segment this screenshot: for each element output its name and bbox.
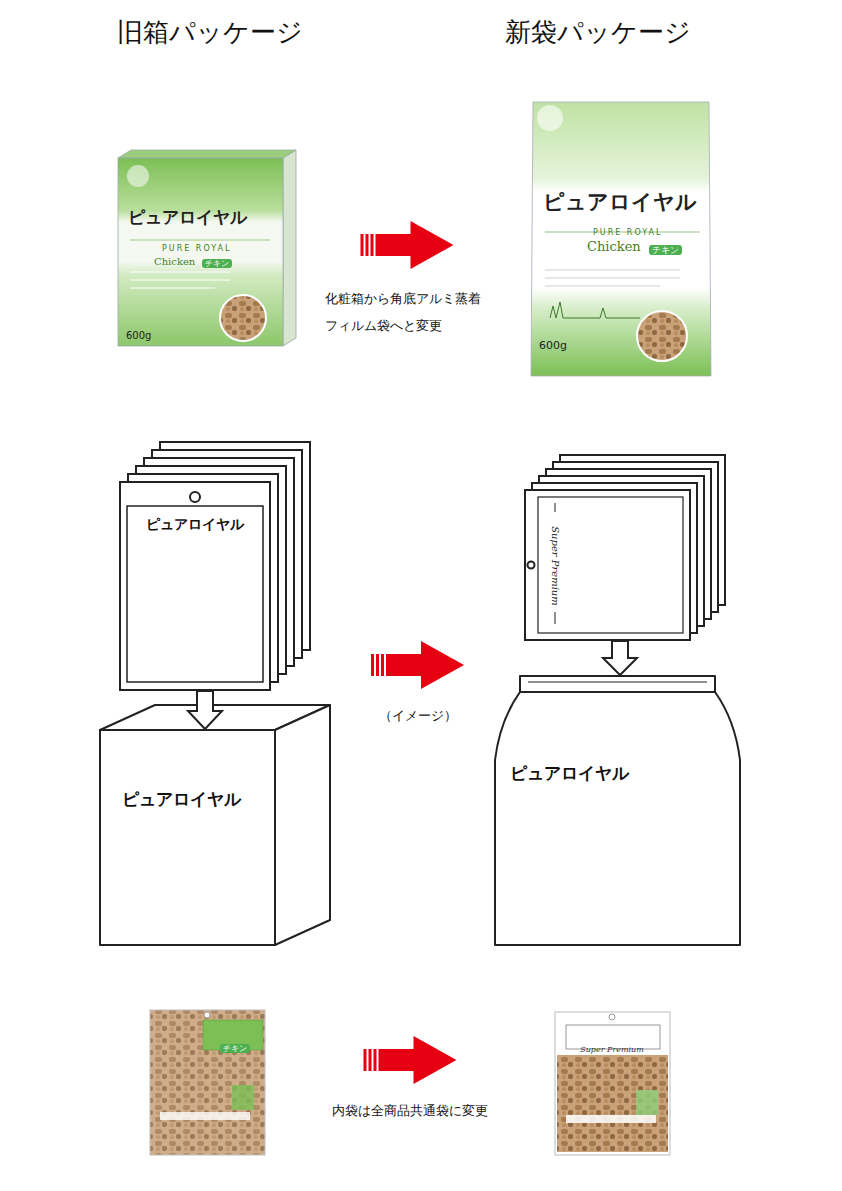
node-text: 600g xyxy=(126,330,151,342)
node-text: チキン xyxy=(649,245,682,255)
inner-bag-photo: Super Premium xyxy=(555,1012,670,1155)
bag-outline: ピュアロイヤル xyxy=(495,676,740,945)
new-bag-photo xyxy=(531,102,711,376)
edge-label: 化粧箱から角底アルミ蒸着 フィルム袋へと変更 xyxy=(325,285,489,339)
node-text: Chicken xyxy=(587,240,641,255)
section-heading: 新袋パッケージ xyxy=(505,18,691,48)
edge-label: 内袋は全商品共通袋に変更 xyxy=(332,1103,488,1119)
change-arrow xyxy=(364,1036,457,1084)
edge-label: （イメージ） xyxy=(379,708,457,724)
node-text: 600g xyxy=(539,340,567,353)
node-text: PURE ROYAL xyxy=(593,228,662,237)
change-arrow xyxy=(371,641,464,689)
inner-bag-photo: チキン xyxy=(150,1010,265,1155)
old-inner-bag-stack xyxy=(120,442,310,690)
new-bag-outline xyxy=(495,676,740,945)
node-text: ピュアロイヤル xyxy=(128,208,247,228)
node-text: ピュアロイヤル xyxy=(122,790,241,810)
inner-bag-stack: Super Premium xyxy=(525,455,725,640)
node-text: ピュアロイヤル xyxy=(543,190,697,214)
new-inner-bag-stack xyxy=(525,455,725,640)
node-text: Super Premium xyxy=(580,1045,644,1054)
node-text: チキン xyxy=(220,1044,250,1053)
old-inner-bag-photo xyxy=(150,1010,265,1155)
inner-bag-stack: ピュアロイヤル xyxy=(120,442,310,690)
node-text: PURE ROYAL xyxy=(162,244,231,253)
insert-arrow xyxy=(603,641,637,675)
new-inner-bag-photo xyxy=(555,1012,670,1155)
node-text: ピュアロイヤル xyxy=(146,516,244,532)
node-text: Super Premium xyxy=(549,526,561,606)
change-arrow xyxy=(361,221,454,269)
box-outline: ピュアロイヤル xyxy=(100,730,275,945)
node-text: チキン xyxy=(202,259,232,268)
new-bag-photo: ピュアロイヤル PURE ROYAL Chicken チキン 600g xyxy=(531,102,711,376)
old-box-photo: ピュアロイヤル PURE ROYAL Chicken チキン 600g xyxy=(118,158,283,346)
insert-arrow xyxy=(188,691,222,729)
node-text: ピュアロイヤル xyxy=(510,764,629,784)
old-box-outline xyxy=(100,705,330,945)
old-box-photo xyxy=(118,150,296,346)
node-text: Chicken xyxy=(154,256,195,268)
section-heading: 旧箱パッケージ xyxy=(117,18,303,48)
